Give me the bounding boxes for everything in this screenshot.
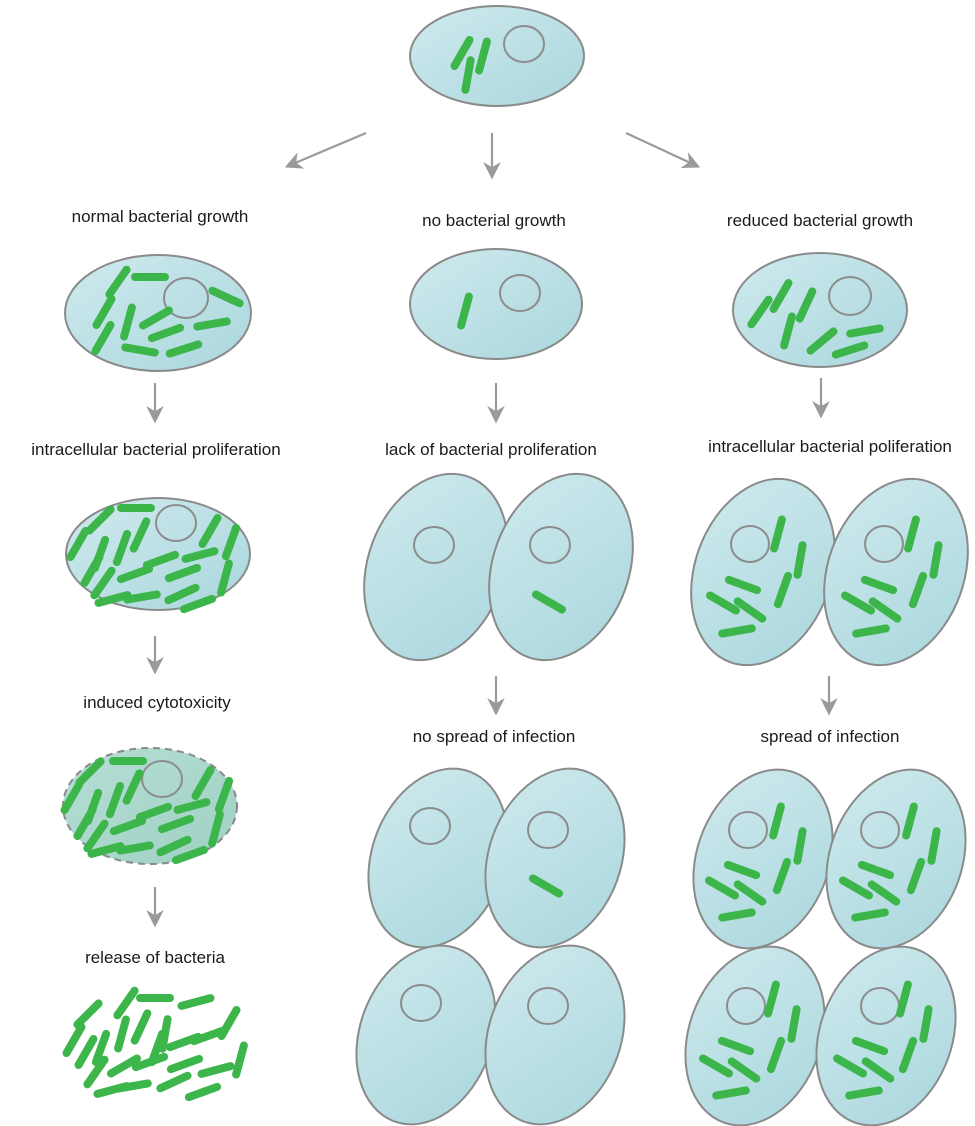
left-step3-label: induced cytotoxicity	[83, 693, 231, 712]
cell-membrane	[410, 6, 584, 106]
cell-membrane	[803, 750, 975, 968]
bacterium	[171, 1059, 199, 1069]
cell-membrane	[793, 927, 975, 1126]
bacterium	[79, 1039, 94, 1065]
arrow-to-left-branch	[288, 133, 366, 166]
right-divided-cell-right	[799, 459, 975, 686]
middle-outcome-label: no bacterial growth	[422, 211, 566, 230]
bacterium	[197, 321, 227, 326]
bacterium	[923, 1009, 928, 1039]
left-outcome-label: normal bacterial growth	[72, 207, 249, 226]
bacterium	[160, 1076, 187, 1089]
bacterium	[856, 628, 886, 633]
bacterium	[98, 1086, 127, 1094]
middle-row5-cell-right	[462, 749, 649, 967]
bacterium	[716, 1090, 746, 1095]
bacterium	[797, 545, 802, 575]
bacterium	[77, 1003, 98, 1024]
left-cytotoxic-cell	[63, 748, 237, 864]
right-row6-cell-right	[793, 927, 975, 1126]
bacterium	[236, 1046, 244, 1075]
right-step2-label: intracellular bacterial poliferation	[708, 437, 952, 456]
bacterium	[120, 845, 150, 850]
right-row5-cell-right	[803, 750, 975, 968]
initial-infected-cell	[410, 6, 584, 106]
middle-step2-label: lack of bacterial proliferation	[385, 440, 597, 459]
arrow-to-right-branch	[626, 133, 697, 166]
bacterium	[125, 347, 155, 352]
bacterium	[933, 545, 938, 575]
bacterium	[189, 1087, 217, 1097]
bacterium	[791, 1009, 796, 1039]
cell-membrane	[464, 454, 657, 681]
bacterium	[135, 1013, 148, 1040]
bacterium	[850, 328, 880, 333]
bacterium	[931, 831, 936, 861]
cell-membrane	[462, 749, 649, 967]
cell-membrane	[799, 459, 975, 686]
bacterium	[67, 1027, 82, 1053]
bacterium	[722, 628, 752, 633]
bacterium	[722, 912, 752, 917]
left-step2-label: intracellular bacterial proliferation	[31, 440, 280, 459]
left-proliferation-cell	[66, 498, 250, 610]
bacterium	[118, 1020, 126, 1049]
middle-divided-cell-right	[464, 454, 657, 681]
bacterium	[182, 998, 211, 1006]
left-step4-label: release of bacteria	[85, 948, 225, 967]
bacterium	[202, 1066, 231, 1074]
bacterium	[117, 991, 134, 1016]
cell-membrane	[462, 926, 649, 1126]
left-normal-growth-cell	[65, 255, 251, 371]
right-step3-label: spread of infection	[761, 727, 900, 746]
middle-step3-label: no spread of infection	[413, 727, 576, 746]
right-outcome-label: reduced bacterial growth	[727, 211, 913, 230]
middle-no-growth-cell	[410, 249, 582, 359]
right-reduced-growth-cell	[733, 253, 907, 367]
bacterium	[849, 1090, 879, 1095]
bacterium	[797, 831, 802, 861]
bacterium	[465, 60, 470, 90]
bacterium	[222, 1010, 237, 1036]
middle-row6-cell-right	[462, 926, 649, 1126]
released-bacteria	[67, 991, 244, 1097]
bacterium	[855, 912, 885, 917]
bacterium	[127, 594, 157, 599]
cell-membrane	[410, 249, 582, 359]
